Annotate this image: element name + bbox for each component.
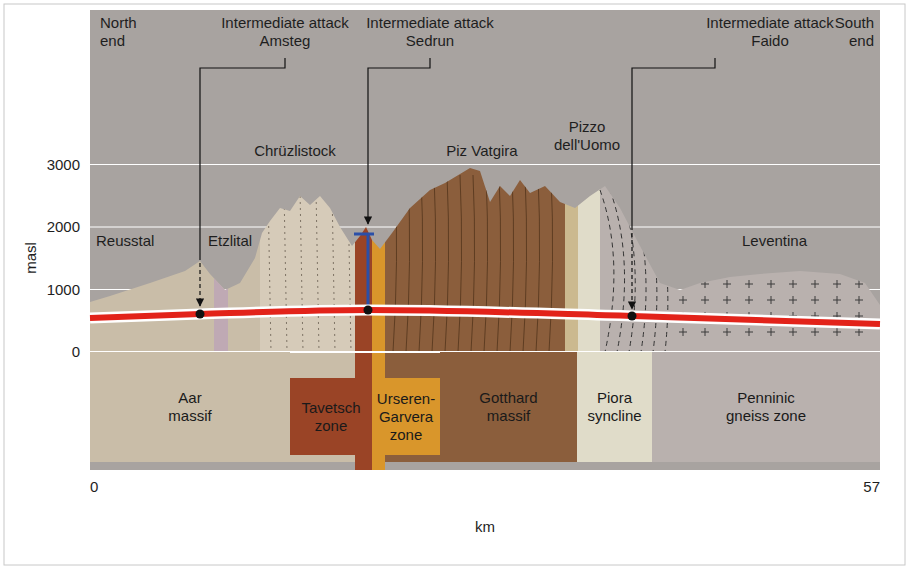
attack-label: Intermediate attack Amsteg <box>215 14 355 50</box>
fold-line <box>610 190 625 352</box>
end-label: South end <box>822 14 874 50</box>
gneiss-mark <box>723 280 731 288</box>
axis-tick: 2000 <box>30 218 80 236</box>
axis-tick: 1000 <box>30 281 80 299</box>
granite-streak <box>316 190 319 352</box>
attack-label: Intermediate attack Faido <box>700 14 840 50</box>
zone-name: Gotthard massif <box>467 389 551 425</box>
attack-point <box>196 310 205 319</box>
tunnel-outline <box>90 310 880 324</box>
peak-name: Piz Vatgira <box>436 142 528 160</box>
attack-point <box>628 312 637 321</box>
gneiss-mark <box>811 328 819 336</box>
plot-background <box>90 10 880 470</box>
foliation-line <box>536 175 540 352</box>
gneiss-mark <box>701 328 709 336</box>
gneiss-mark <box>789 328 797 336</box>
granite-streak <box>348 190 351 352</box>
gneiss-mark <box>833 280 841 288</box>
gneiss-mark <box>679 296 687 304</box>
fold-line <box>650 190 668 352</box>
fold-line <box>640 190 657 352</box>
gneiss-mark <box>855 280 863 288</box>
gneiss-mark <box>833 296 841 304</box>
attack-point <box>364 306 373 315</box>
gneiss-mark <box>745 280 753 288</box>
frame <box>4 4 905 565</box>
axis-tick: 3000 <box>30 156 80 174</box>
axis-tick: 57 <box>840 478 880 496</box>
attack-label: Intermediate attack Sedrun <box>360 14 500 50</box>
gneiss-mark <box>701 296 709 304</box>
gneiss-mark <box>811 296 819 304</box>
gneiss-mark <box>723 296 731 304</box>
tunnel-bore <box>90 310 880 324</box>
gneiss-mark <box>701 280 709 288</box>
gneiss-mark <box>855 328 863 336</box>
granite-streak <box>300 190 303 352</box>
foliation-line <box>458 175 462 352</box>
gneiss-mark <box>789 280 797 288</box>
zone-name: Aar massif <box>160 389 220 425</box>
zone-name: Tavetsch zone <box>293 399 369 435</box>
geology-zone: Penninic gneiss zone <box>652 352 880 462</box>
geology-zone: Piora syncline <box>577 352 652 462</box>
zone-name: Penninic gneiss zone <box>720 389 812 425</box>
gneiss-mark <box>789 296 797 304</box>
valley-name: Reusstal <box>96 232 176 250</box>
granite-streak <box>268 190 271 352</box>
foliation-line <box>419 175 423 352</box>
lower-zones <box>290 352 440 470</box>
foliation-line <box>549 175 553 352</box>
end-label: North end <box>100 14 150 50</box>
foliation-line <box>445 175 449 352</box>
foliation-line <box>393 175 397 352</box>
foliation-line <box>406 175 410 352</box>
gneiss-mark <box>767 328 775 336</box>
valley-name: Leventina <box>742 232 832 250</box>
axis-tick: 0 <box>30 343 80 361</box>
granite-streak <box>332 190 335 352</box>
mountain-profile <box>90 150 880 355</box>
axis-title: km <box>455 518 515 536</box>
tunnel <box>90 306 880 325</box>
gneiss-mark <box>745 296 753 304</box>
geology-zone: Urseren-Garvera zone <box>372 378 440 455</box>
gneiss-mark <box>833 328 841 336</box>
granite-streak <box>284 190 287 352</box>
gneiss-mark <box>745 328 753 336</box>
foliation-line <box>432 175 436 352</box>
foliation-line <box>484 175 488 352</box>
foliation-line <box>523 175 527 352</box>
geology-zone: Tavetsch zone <box>290 378 372 455</box>
fold-line <box>600 190 614 352</box>
gneiss-mark <box>679 280 687 288</box>
gneiss-mark <box>811 280 819 288</box>
leader-lines <box>200 58 715 309</box>
peak-name: Pizzo dell'Uomo <box>550 118 624 154</box>
zone-name: Piora syncline <box>580 389 650 425</box>
zone-name: Urseren-Garvera zone <box>374 390 438 444</box>
valley-name: Etzlital <box>208 232 270 250</box>
axis-tick: 0 <box>90 478 114 496</box>
foliation-line <box>510 175 514 352</box>
foliation-line <box>497 175 501 352</box>
peak-name: Chrüzlistock <box>246 142 344 160</box>
gneiss-mark <box>767 280 775 288</box>
axis-title: masl <box>22 233 40 283</box>
gneiss-mark <box>855 296 863 304</box>
geology-zone: Aar massif <box>90 352 290 462</box>
foliation-line <box>471 175 475 352</box>
geology-zone: Gotthard massif <box>440 352 577 462</box>
gneiss-mark <box>679 328 687 336</box>
gneiss-mark <box>723 328 731 336</box>
fold-line <box>620 190 635 352</box>
sedrun-shaft <box>354 234 374 308</box>
gneiss-mark <box>767 296 775 304</box>
